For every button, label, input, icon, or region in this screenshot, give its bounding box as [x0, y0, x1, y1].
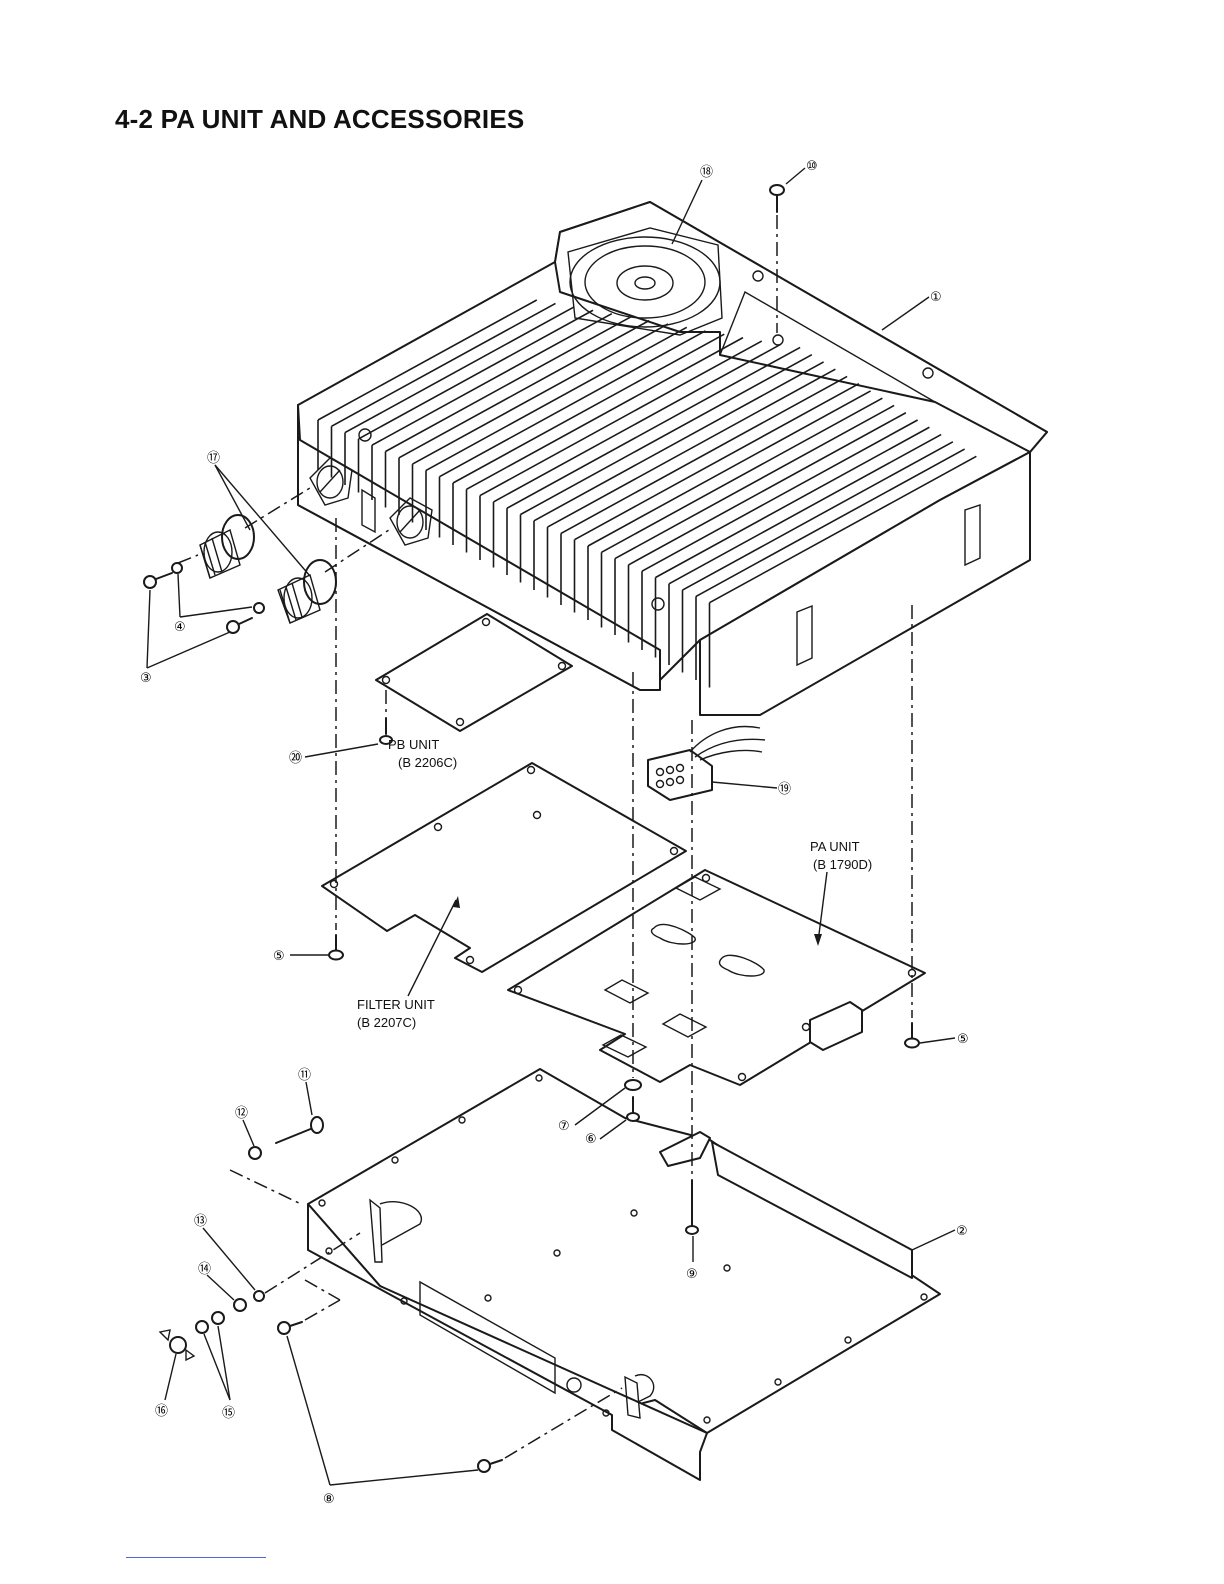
- screw-3-upper: [144, 573, 172, 588]
- callout-9: ⑨: [686, 1267, 698, 1282]
- antenna-connector-lower: [278, 560, 336, 623]
- screw-5-right: [905, 1023, 919, 1048]
- nut-14: [234, 1299, 246, 1311]
- footer-rule: [126, 1557, 266, 1558]
- callout-1: ①: [930, 290, 942, 305]
- callout-10: ⑩: [806, 159, 818, 174]
- screw-3-lower: [227, 618, 252, 633]
- cable-connector-19: [648, 727, 765, 800]
- callout-3: ③: [140, 671, 152, 686]
- callout-4: ④: [174, 620, 186, 635]
- wing-nut-16: [160, 1330, 194, 1360]
- antenna-connector-upper: [200, 515, 254, 578]
- heatsink-chassis: [298, 202, 1047, 715]
- pa-unit-code: (B 1790D): [813, 857, 872, 872]
- screw-5-left: [329, 935, 343, 960]
- callout-15: ⑮: [222, 1406, 235, 1421]
- pa-unit-name: PA UNIT: [810, 839, 860, 854]
- washer-4-upper: [172, 563, 182, 573]
- callout-8: ⑧: [323, 1492, 335, 1507]
- callout-16: ⑯: [155, 1404, 168, 1419]
- washer-13: [254, 1291, 264, 1301]
- callout-20: ⑳: [289, 751, 302, 766]
- callout-2: ②: [956, 1224, 968, 1239]
- callout-18: ⑱: [700, 165, 713, 180]
- screw-11: [276, 1117, 323, 1143]
- screw-10: [770, 185, 784, 212]
- callout-6: ⑥: [585, 1132, 597, 1147]
- bottom-cover: [308, 1069, 940, 1480]
- washer-15-a: [212, 1312, 224, 1324]
- screw-6: [627, 1097, 639, 1121]
- spacer-7: [625, 1080, 641, 1090]
- filter-unit-name: FILTER UNIT: [357, 997, 435, 1012]
- callout-5-right: ⑤: [957, 1032, 969, 1047]
- washer-15-b: [196, 1321, 208, 1333]
- callout-5-left: ⑤: [273, 949, 285, 964]
- pb-unit-code: (B 2206C): [398, 755, 457, 770]
- lock-washer-12: [249, 1147, 261, 1159]
- callout-17: ⑰: [207, 451, 220, 466]
- callout-7: ⑦: [558, 1119, 570, 1134]
- screw-8-upper: [278, 1322, 302, 1334]
- callout-13: ⑬: [194, 1214, 207, 1229]
- washer-4-lower: [254, 603, 264, 613]
- callout-19: ⑲: [778, 782, 791, 797]
- filter-unit-code: (B 2207C): [357, 1015, 416, 1030]
- pb-unit-name: PB UNIT: [388, 737, 439, 752]
- callout-12: ⑫: [235, 1106, 248, 1121]
- screw-8-lower: [478, 1460, 502, 1472]
- callout-14: ⑭: [198, 1262, 211, 1277]
- callout-11: ⑪: [298, 1068, 311, 1083]
